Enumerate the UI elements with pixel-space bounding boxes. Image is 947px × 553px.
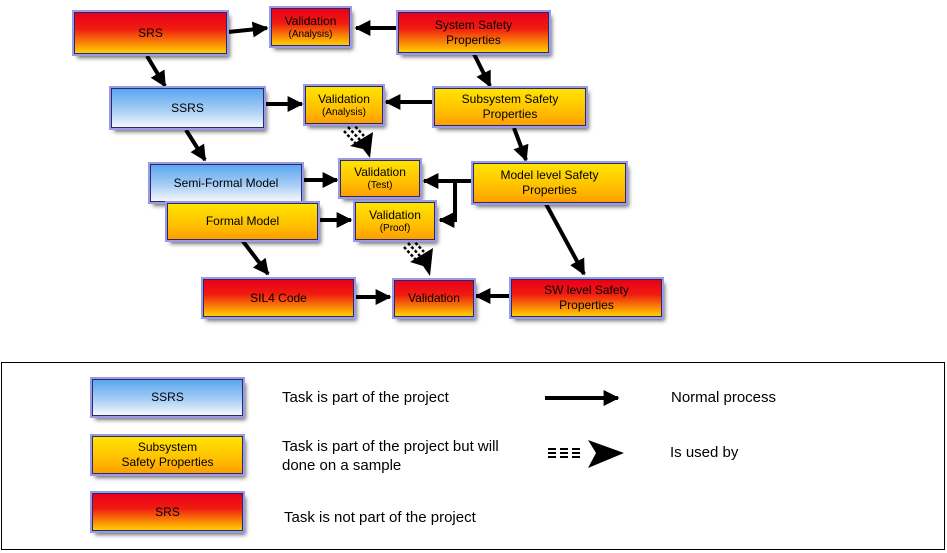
validation-analysis-top-title: Validation	[284, 13, 337, 28]
validation-analysis-top-box: Validation (Analysis)	[271, 8, 350, 46]
used-by-arrow-proof-to-validation	[403, 238, 433, 276]
arrow-srs-to-validation	[227, 21, 269, 38]
legend-desc-red: Task is not part of the project	[284, 509, 476, 526]
legend-sample-blue: SSRS	[92, 379, 243, 416]
validation-test-title: Validation	[354, 165, 406, 179]
legend-sample-yellow-label: Subsystem Safety Properties	[121, 440, 214, 469]
semi-formal-model-box: Semi-Formal Model	[150, 164, 302, 202]
model-level-safety-label: Model level Safety Properties	[500, 168, 599, 197]
validation-test-sub: (Test)	[367, 180, 393, 191]
validation-analysis-mid-title: Validation	[318, 91, 370, 106]
subsystem-safety-label: Subsystem Safety Properties	[461, 92, 559, 121]
legend-sample-red: SRS	[92, 493, 243, 531]
arrow-model-to-sw-level	[544, 203, 586, 276]
model-level-safety-box: Model level Safety Properties	[473, 163, 626, 203]
validation-analysis-top-sub: (Analysis)	[288, 28, 333, 40]
arrow-ssrs-to-semiformal	[184, 128, 207, 162]
validation-final-box: Validation	[394, 280, 474, 317]
arrow-system-to-subsystem	[472, 53, 492, 88]
legend-normal-process-label: Normal process	[671, 389, 777, 406]
legend-used-by-label: Is used by	[670, 444, 739, 461]
srs-box: SRS	[74, 12, 227, 54]
arrow-model-level-to-proof	[438, 181, 457, 228]
arrow-formal-to-sil4	[240, 238, 270, 276]
legend-desc-yellow: Task is part of the project but will don…	[282, 438, 499, 474]
ssrs-box: SSRS	[111, 88, 264, 128]
validation-proof-box: Validation (Proof)	[355, 202, 435, 240]
formal-model-box: Formal Model	[167, 203, 318, 240]
subsystem-safety-box: Subsystem Safety Properties	[434, 88, 586, 126]
validation-analysis-mid-box: Validation (Analysis)	[305, 86, 383, 124]
sil4-code-label: SIL4 Code	[250, 290, 307, 305]
validation-proof-sub: (Proof)	[379, 222, 411, 234]
sw-level-safety-box: SW level Safety Properties	[511, 279, 662, 317]
legend-sample-blue-label: SSRS	[151, 390, 184, 404]
legend-sample-yellow: Subsystem Safety Properties	[92, 436, 243, 474]
sw-level-safety-label: SW level Safety Properties	[544, 283, 629, 312]
legend-desc-blue: Task is part of the project	[282, 389, 449, 406]
formal-model-label: Formal Model	[205, 214, 280, 228]
validation-test-box: Validation (Test)	[340, 160, 420, 197]
srs-label: SRS	[138, 25, 163, 40]
sil4-code-box: SIL4 Code	[203, 279, 354, 317]
ssrs-label: SSRS	[171, 100, 204, 115]
arrow-srs-to-ssrs	[145, 54, 167, 88]
validation-final-label: Validation	[408, 291, 460, 305]
used-by-arrow-analysis-to-test	[343, 122, 373, 158]
semi-formal-model-label: Semi-Formal Model	[173, 175, 279, 190]
system-safety-label: System Safety Properties	[434, 17, 513, 47]
arrow-subsystem-to-model-level	[512, 127, 529, 162]
validation-proof-title: Validation	[369, 207, 421, 222]
system-safety-box: System Safety Properties	[398, 12, 549, 53]
legend-sample-red-label: SRS	[155, 504, 180, 519]
validation-analysis-mid-sub: (Analysis)	[322, 106, 366, 118]
